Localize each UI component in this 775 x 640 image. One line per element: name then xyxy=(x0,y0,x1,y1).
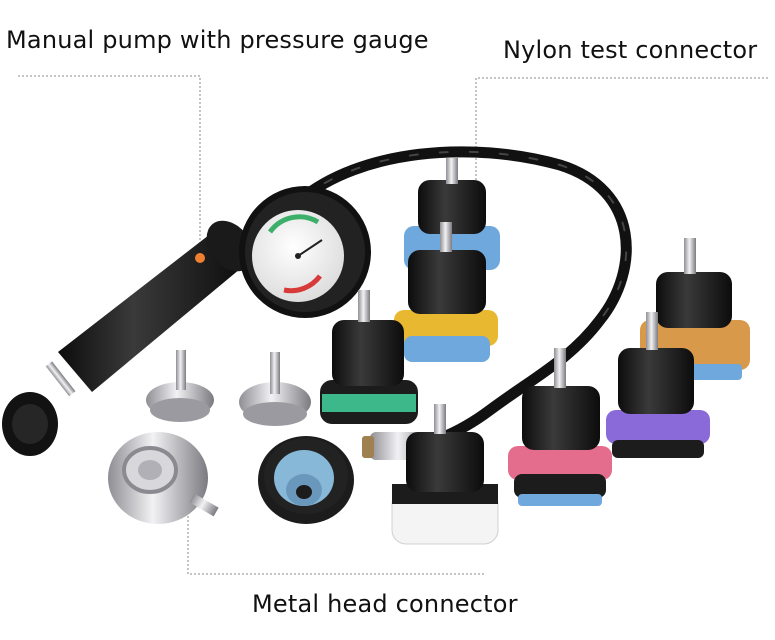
metal-connector-2 xyxy=(239,352,311,426)
nylon-connector-purple xyxy=(606,312,710,458)
metal-connector-label: Metal head connector xyxy=(252,590,518,618)
pump-label: Manual pump with pressure gauge xyxy=(6,26,429,54)
nylon-connector-pink xyxy=(508,348,612,506)
nylon-leader-line xyxy=(475,77,768,195)
nylon-connector-lightblue-cap xyxy=(258,436,354,524)
nylon-connector-green xyxy=(320,290,418,424)
pump-pointer-dot xyxy=(195,253,205,263)
nylon-connector-yellow xyxy=(394,222,498,362)
metal-leader-line xyxy=(187,492,484,575)
metal-connector-1 xyxy=(146,350,214,422)
pressure-gauge xyxy=(239,186,371,318)
nylon-test-connectors xyxy=(258,158,750,545)
nylon-connector-label: Nylon test connector xyxy=(503,36,758,64)
hose xyxy=(294,146,632,456)
metal-connector-3 xyxy=(108,432,219,524)
pump xyxy=(2,220,254,456)
nylon-connector-orange xyxy=(640,238,750,380)
nylon-connector-white xyxy=(391,404,499,545)
metal-head-connectors xyxy=(108,350,311,524)
pump-leader-line xyxy=(18,75,201,258)
